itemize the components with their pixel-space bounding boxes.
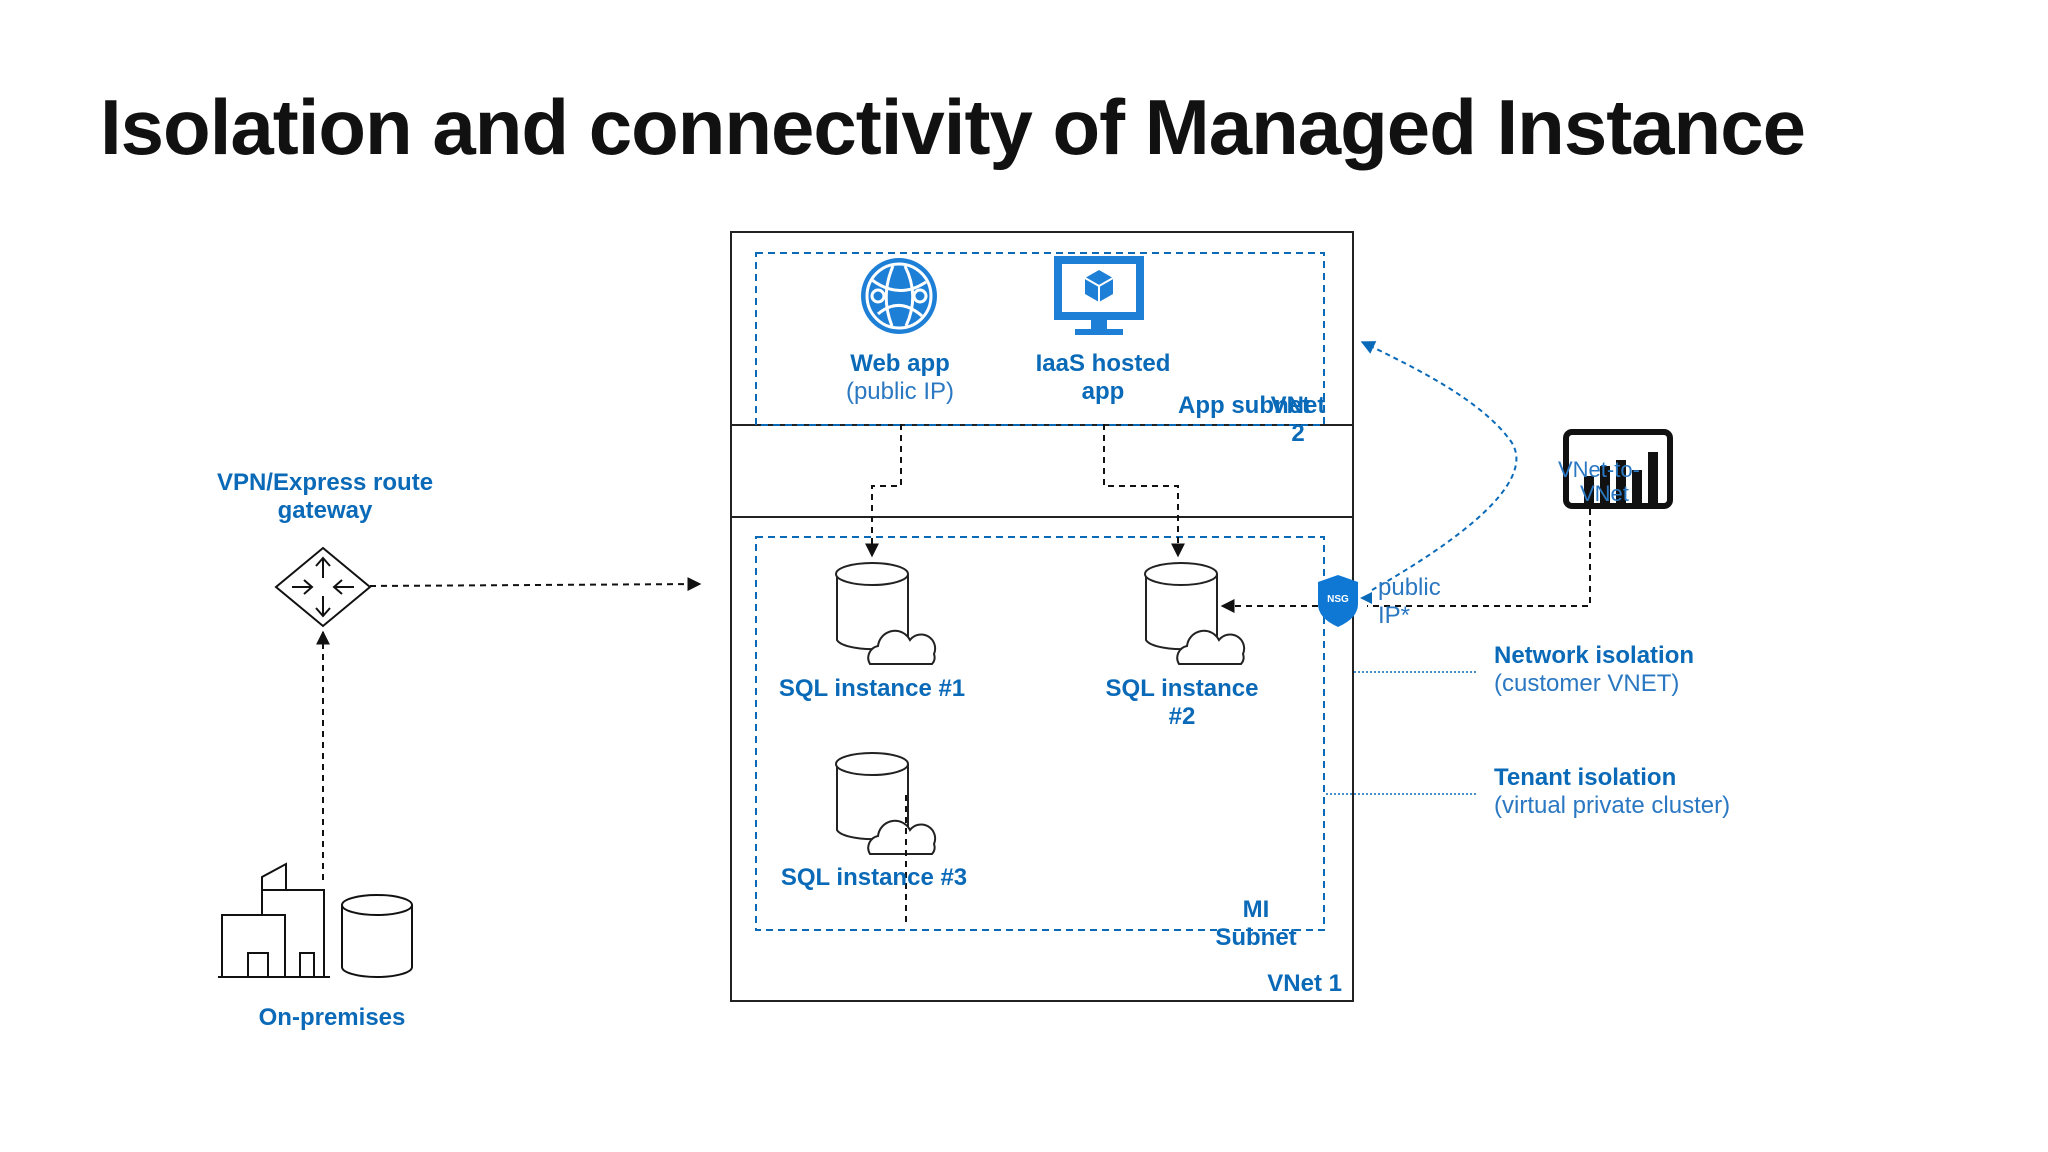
gateway-line1: VPN/Express route — [216, 469, 434, 496]
iaas-app-label: IaaS hosted app — [1020, 350, 1186, 406]
webapp-to-sql1-connector — [865, 424, 902, 558]
vnet1-box — [730, 516, 1354, 1002]
web-app-label: Web app (public IP) — [840, 350, 960, 406]
vnet-to-vnet-connector — [1367, 498, 1591, 607]
vnet2-line1: VNet — [1270, 392, 1326, 419]
mi-subnet-line2: Subnet — [1215, 924, 1297, 951]
nsg-shield-icon: NSG — [1318, 575, 1358, 627]
sql2-line1: SQL instance — [1105, 675, 1259, 702]
public-ip-line2: IP* — [1378, 602, 1411, 629]
svg-text:NSG: NSG — [1327, 594, 1349, 605]
network-isolation-sub: (customer VNET) — [1494, 670, 1680, 697]
sql-instance-3-icon — [835, 752, 937, 855]
network-isolation-title: Network isolation — [1494, 642, 1695, 669]
tenant-isolation-title: Tenant isolation — [1494, 764, 1677, 791]
iaas-to-sql2-connector — [1103, 424, 1185, 558]
sql-instance-1-label: SQL instance #1 — [778, 675, 966, 702]
web-app-sub: (public IP) — [845, 378, 955, 405]
bar-chart-icon — [1563, 429, 1673, 509]
public-ip-small-arrow — [1360, 592, 1372, 604]
vnet1-label: VNet 1 — [1267, 970, 1342, 997]
iaas-line2: app — [1081, 378, 1125, 405]
vnet2-label: VNet 2 — [1266, 392, 1330, 448]
on-premises-label: On-premises — [258, 1004, 406, 1031]
gateway-line2: gateway — [277, 497, 373, 524]
web-app-name: Web app — [850, 350, 950, 377]
sql-instance-1-icon — [835, 562, 937, 665]
sql2-line2: #2 — [1168, 703, 1196, 730]
sql-instance-2-icon — [1144, 562, 1246, 665]
monitor-cube-icon — [1054, 256, 1144, 335]
mi-subnet-label: MI Subnet — [1206, 896, 1306, 952]
vnet2-line2: 2 — [1291, 420, 1305, 447]
slide-title: Isolation and connectivity of Managed In… — [100, 83, 1806, 171]
building-database-icon — [218, 862, 413, 978]
iaas-line1: IaaS hosted — [1035, 350, 1171, 377]
public-ip-line1: public — [1378, 574, 1441, 601]
tenant-isolation-sub: (virtual private cluster) — [1494, 792, 1731, 819]
network-isolation-callout: Network isolation (customer VNET) — [1494, 642, 1694, 698]
app-subnet-label: App subnet — [1178, 392, 1310, 419]
vnet-to-vnet-line2: VNet — [1580, 481, 1629, 506]
gateway-label: VPN/Express route gateway — [190, 469, 460, 525]
tenant-isolation-callout: Tenant isolation (virtual private cluste… — [1494, 764, 1730, 820]
router-icon — [274, 546, 372, 628]
vnet-to-vnet-label: VNet-to- VNet — [1558, 458, 1640, 506]
web-app-globe-icon — [861, 258, 937, 334]
public-ip-curve-arrow — [1360, 341, 1518, 591]
public-ip-label: public IP* — [1378, 574, 1441, 630]
vnet-to-vnet-line1: VNet-to- — [1558, 457, 1640, 482]
sql-instance-3-label: SQL instance #3 — [780, 864, 968, 891]
mi-subnet-line1: MI — [1242, 896, 1270, 923]
gateway-to-vnet1-connector — [369, 577, 702, 592]
sql-instance-2-label: SQL instance #2 — [1092, 675, 1272, 731]
vnet-connector-box — [730, 424, 1354, 518]
app-subnet-box — [755, 252, 1325, 426]
